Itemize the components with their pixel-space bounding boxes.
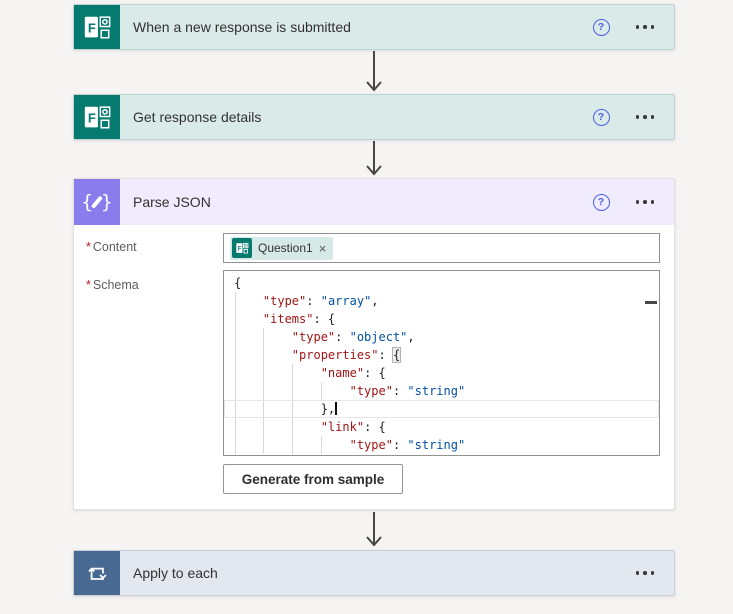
connector-arrow: [365, 141, 383, 177]
schema-code-line: "link": {: [320, 420, 386, 434]
schema-code-line: "items": {: [262, 312, 336, 326]
indent-guide: [321, 436, 322, 454]
apply-to-each-block[interactable]: Apply to each: [73, 550, 675, 596]
get-response-title: Get response details: [133, 109, 262, 125]
forms-icon: F: [232, 238, 252, 258]
schema-code-line: "properties": {: [291, 347, 402, 363]
schema-code-line: },: [224, 400, 659, 418]
indent-guide: [235, 292, 236, 454]
schema-label: *Schema: [86, 278, 139, 292]
help-icon[interactable]: ?: [592, 108, 610, 126]
indent-guide: [321, 382, 322, 400]
menu-ellipsis-icon[interactable]: [635, 567, 654, 579]
content-label: *Content: [86, 240, 137, 254]
get-response-block[interactable]: F Get response details ?: [73, 94, 675, 140]
parse-json-title: Parse JSON: [133, 194, 211, 210]
required-mark: *: [86, 278, 91, 292]
generate-from-sample-button[interactable]: Generate from sample: [223, 464, 403, 494]
svg-text:F: F: [88, 21, 96, 36]
scrollbar-thumb[interactable]: [645, 301, 657, 304]
schema-code-line: {: [234, 276, 242, 290]
trigger-title: When a new response is submitted: [133, 19, 351, 35]
svg-text:F: F: [88, 111, 96, 126]
token-label: Question1: [258, 241, 313, 255]
parse-json-card: {} Parse JSON ? *Content F: [73, 178, 675, 510]
content-input[interactable]: F Question1 ×: [223, 233, 660, 263]
schema-code-line: "type": "object",: [291, 330, 415, 344]
indent-guide: [292, 364, 293, 454]
schema-code: { "type": "array", "items": { "type": "o…: [224, 271, 659, 454]
menu-ellipsis-icon[interactable]: [635, 21, 654, 33]
trigger-block[interactable]: F When a new response is submitted ?: [73, 4, 675, 50]
question1-token[interactable]: F Question1 ×: [230, 236, 334, 260]
text-cursor: [335, 402, 337, 415]
parse-json-icon: {}: [74, 179, 120, 225]
connector-arrow: [365, 51, 383, 93]
menu-ellipsis-icon[interactable]: [635, 196, 654, 208]
apply-to-each-title: Apply to each: [133, 565, 218, 581]
required-mark: *: [86, 240, 91, 254]
apply-to-each-icon: [74, 551, 120, 595]
schema-editor[interactable]: { "type": "array", "items": { "type": "o…: [223, 270, 660, 456]
help-icon[interactable]: ?: [592, 193, 610, 211]
schema-code-line: "type": "string": [349, 438, 466, 452]
connector-arrow: [365, 512, 383, 548]
menu-ellipsis-icon[interactable]: [635, 111, 654, 123]
schema-code-line: "type": "string": [349, 384, 466, 398]
forms-icon: F: [74, 95, 120, 139]
schema-code-line: "name": {: [320, 366, 386, 380]
parse-json-header[interactable]: {} Parse JSON ?: [74, 179, 674, 225]
help-icon[interactable]: ?: [592, 18, 610, 36]
forms-icon: F: [74, 5, 120, 49]
schema-code-line: "type": "array",: [262, 294, 379, 308]
indent-guide: [263, 328, 264, 454]
svg-text:F: F: [238, 246, 242, 253]
remove-token-icon[interactable]: ×: [318, 240, 327, 256]
